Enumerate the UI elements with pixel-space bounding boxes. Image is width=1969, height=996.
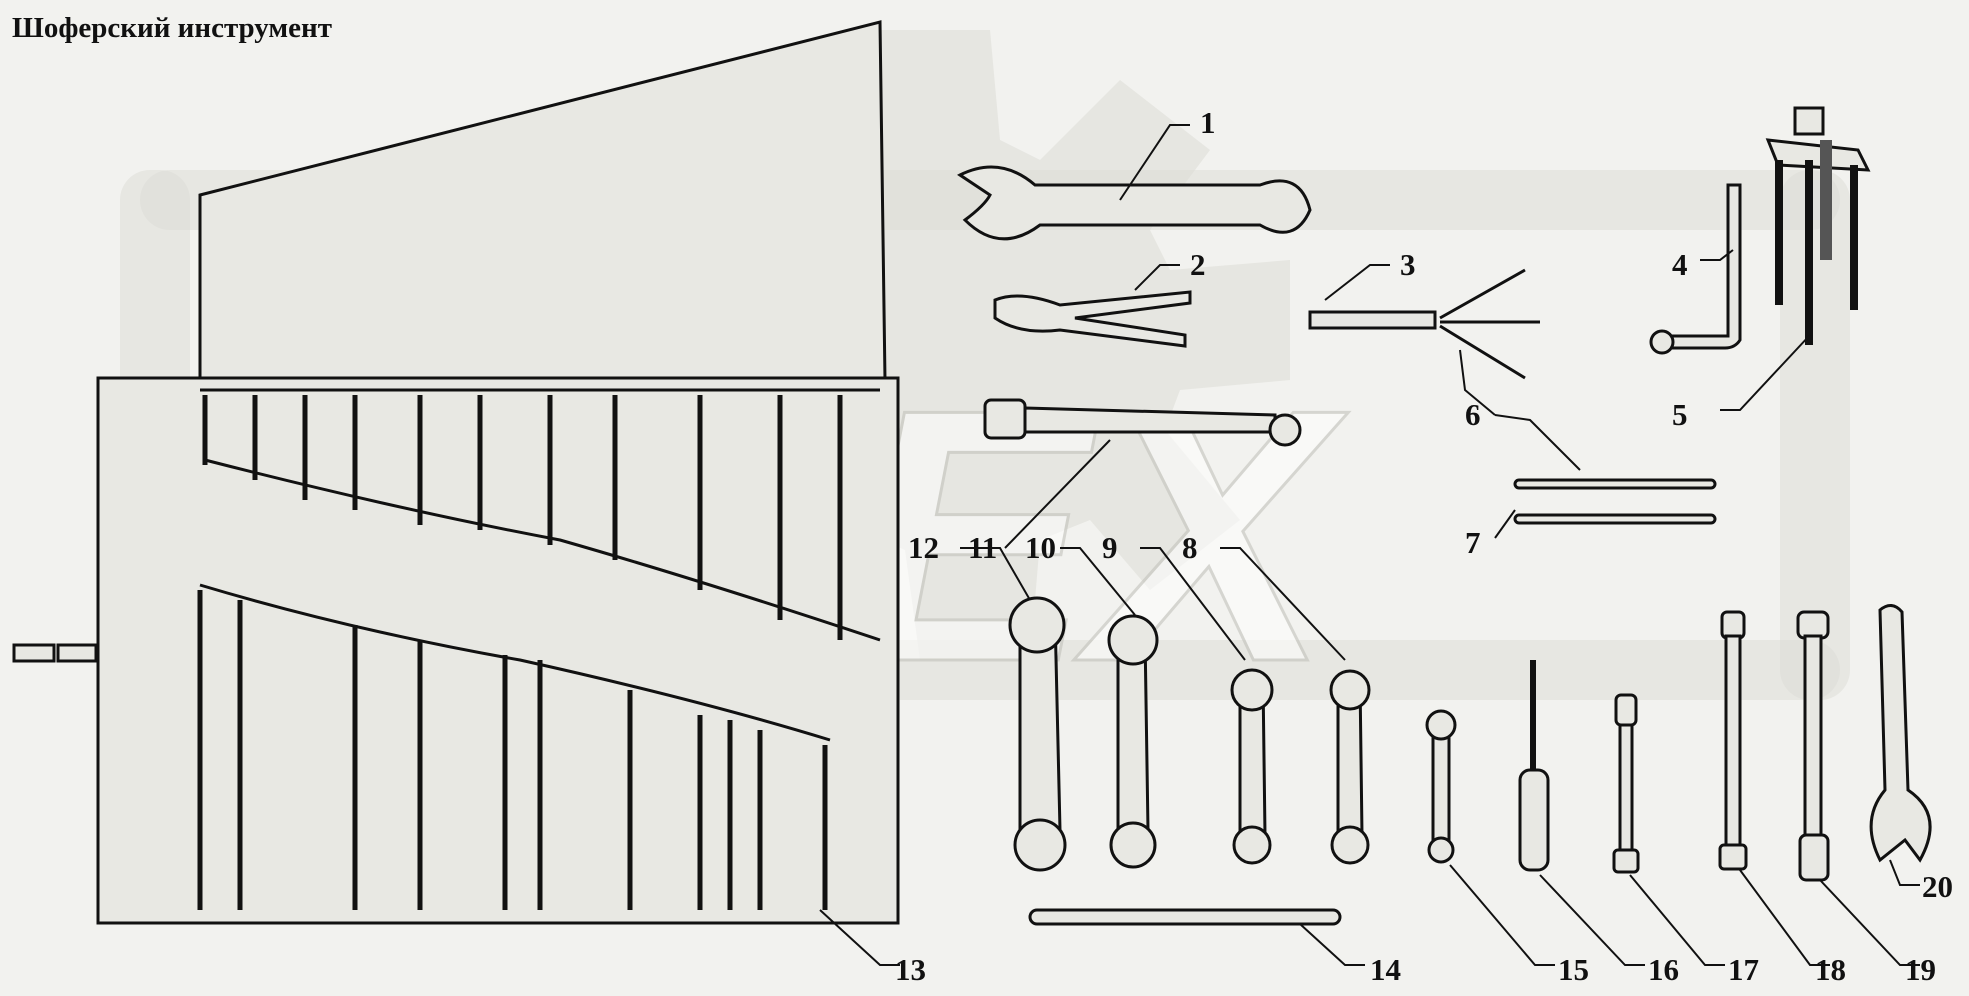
callout-5: 5: [1672, 397, 1688, 432]
socket-wrench-11: [983, 398, 1302, 447]
callout-6: 6: [1465, 397, 1481, 432]
callout-4: 4: [1672, 247, 1688, 282]
callout-19: 19: [1905, 952, 1936, 987]
open-wrenches-8-12: [1008, 596, 1371, 872]
callout-14: 14: [1370, 952, 1401, 987]
pliers-2: [993, 290, 1192, 348]
callout-3: 3: [1400, 247, 1416, 282]
leader-lines: [819, 124, 1920, 966]
callout-11: 11: [968, 530, 997, 565]
callout-16: 16: [1648, 952, 1679, 987]
spanner-20: [1869, 604, 1932, 863]
callout-2: 2: [1190, 247, 1206, 282]
callout-1: 1: [1200, 105, 1216, 140]
callout-9: 9: [1102, 530, 1118, 565]
callout-10: 10: [1025, 530, 1056, 565]
callout-13: 13: [895, 952, 926, 987]
callout-20: 20: [1922, 869, 1953, 904]
feeler-gauge-3: [1308, 268, 1540, 380]
double-open-wrench-1: [957, 165, 1312, 241]
callout-7: 7: [1465, 525, 1481, 560]
callout-18: 18: [1815, 952, 1846, 987]
box-spanner-18: [1718, 610, 1748, 871]
hex-key-4: [1649, 183, 1742, 355]
small-wrench-15: [1425, 709, 1457, 864]
rods-6-7: [1513, 478, 1717, 525]
callout-15: 15: [1558, 952, 1589, 987]
bar-14: [1028, 908, 1342, 926]
box-spanner-19: [1796, 610, 1830, 882]
puller-5: [1765, 106, 1871, 345]
box-spanner-17: [1612, 693, 1640, 874]
callout-17: 17: [1728, 952, 1759, 987]
diagram-title: Шоферский инструмент: [12, 12, 332, 44]
screwdriver-16: [1518, 660, 1550, 872]
callout-12: 12: [908, 530, 939, 565]
callout-8: 8: [1182, 530, 1198, 565]
tool-roll: [12, 20, 900, 925]
